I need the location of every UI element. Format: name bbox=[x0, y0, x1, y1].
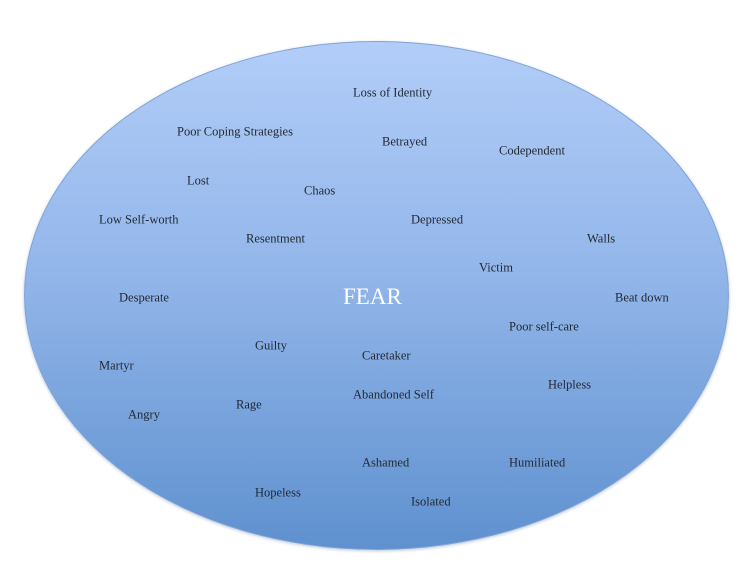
word-label: Victim bbox=[479, 260, 513, 275]
word-label: Humiliated bbox=[509, 455, 566, 470]
word-label: Desperate bbox=[119, 290, 169, 305]
word-label: Lost bbox=[187, 173, 210, 188]
word-label: Loss of Identity bbox=[353, 85, 433, 100]
word-label: Betrayed bbox=[382, 134, 428, 149]
word-label: Caretaker bbox=[362, 348, 411, 363]
center-label: FEAR bbox=[343, 284, 402, 309]
word-label: Guilty bbox=[255, 338, 287, 353]
word-label: Isolated bbox=[411, 494, 451, 509]
word-label: Low Self-worth bbox=[99, 212, 179, 227]
word-label: Poor self-care bbox=[509, 319, 579, 334]
word-label: Depressed bbox=[411, 212, 464, 227]
word-label: Angry bbox=[128, 407, 160, 422]
word-label: Abandoned Self bbox=[353, 387, 434, 402]
word-label: Chaos bbox=[304, 183, 336, 198]
word-label: Codependent bbox=[499, 143, 565, 158]
word-label: Walls bbox=[587, 231, 616, 246]
word-label: Beat down bbox=[615, 290, 669, 305]
word-label: Ashamed bbox=[362, 455, 410, 470]
word-label: Rage bbox=[236, 397, 262, 412]
word-label: Poor Coping Strategies bbox=[177, 124, 293, 139]
word-label: Helpless bbox=[548, 377, 592, 392]
word-label: Hopeless bbox=[255, 485, 301, 500]
word-label: Martyr bbox=[99, 358, 134, 373]
fear-ellipse bbox=[24, 41, 729, 550]
word-label: Resentment bbox=[246, 231, 306, 246]
